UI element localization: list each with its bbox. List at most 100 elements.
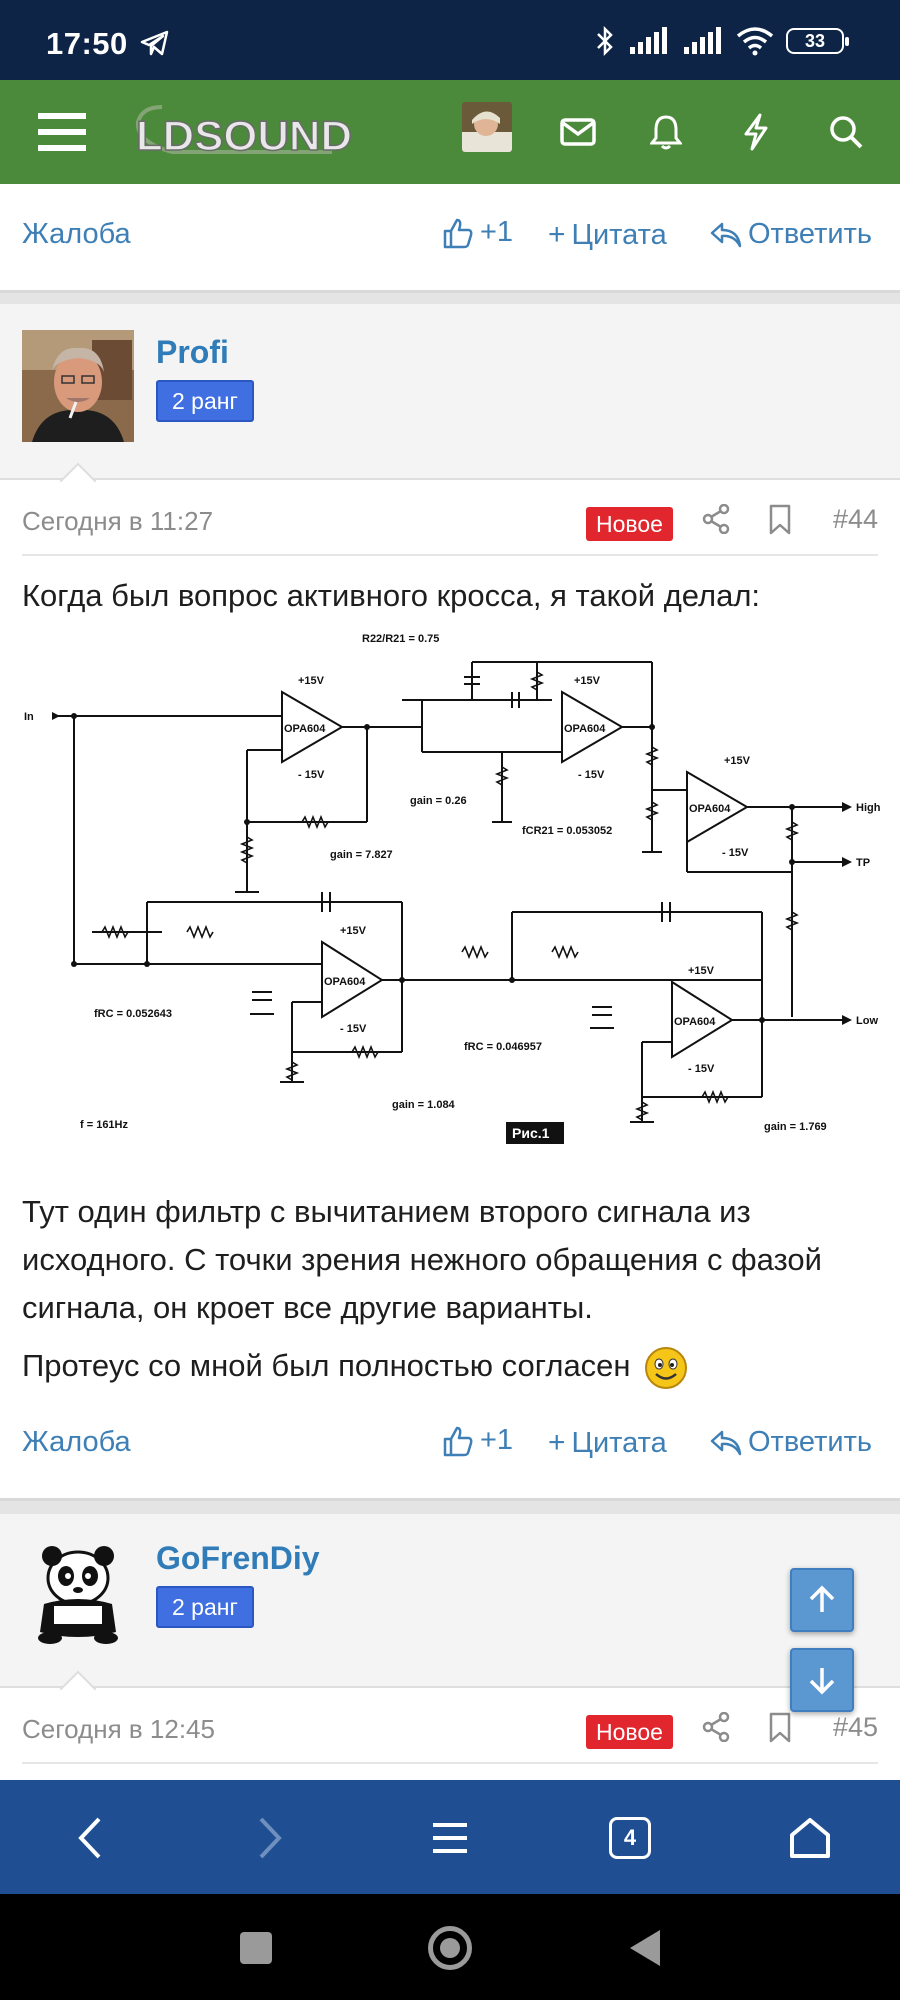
post-number[interactable]: #44 <box>832 504 878 534</box>
signal-icon-2 <box>684 27 721 54</box>
plus-icon: + <box>548 1426 566 1459</box>
signal-icon <box>630 27 667 54</box>
post-44-actions: Жалоба +1 +Цитата Ответить <box>0 1392 900 1502</box>
like-count: +1 <box>480 1424 514 1456</box>
post-number[interactable]: #45 <box>832 1712 878 1742</box>
new-badge: Новое <box>586 1715 673 1749</box>
plus-icon: + <box>548 218 566 251</box>
reply-label: Ответить <box>748 218 872 250</box>
like-count: +1 <box>480 216 514 248</box>
scroll-down-button[interactable] <box>790 1648 854 1712</box>
minus15-a5: - 15V <box>688 1063 715 1075</box>
post-body-text: Тут один фильтр с вычитанием второго сиг… <box>22 1194 822 1325</box>
plus15-a2: +15V <box>574 675 601 687</box>
plus15-a1: +15V <box>298 675 325 687</box>
forward-arrow-icon[interactable] <box>242 1810 298 1866</box>
gain-026-label: gain = 0.26 <box>410 795 467 807</box>
thumbs-up-icon <box>443 218 473 248</box>
frc1-label: fRC = 0.052643 <box>94 1008 172 1020</box>
avatar[interactable] <box>22 330 134 442</box>
reply-button[interactable]: Ответить <box>710 218 872 251</box>
home-icon[interactable] <box>782 1810 838 1866</box>
bolt-icon[interactable] <box>726 102 786 162</box>
post-44-meta: Сегодня в 11:27 Новое #44 <box>22 486 878 556</box>
smiley-icon <box>645 1346 688 1389</box>
tabs-count: 4 <box>609 1817 651 1859</box>
recent-apps-button[interactable] <box>240 1932 272 1964</box>
like-button[interactable]: +1 <box>442 216 513 249</box>
bookmark-icon[interactable] <box>768 1712 792 1744</box>
post-intro-text: Когда был вопрос активного кросса, я так… <box>22 578 761 613</box>
browser-toolbar: 4 <box>0 1780 900 1894</box>
rank-badge: 2 ранг <box>156 1586 254 1628</box>
post-separator <box>0 1498 900 1514</box>
opamp-a2-label: OPA604 <box>564 723 606 735</box>
username[interactable]: GoFrenDiy <box>156 1540 320 1576</box>
back-button[interactable] <box>628 1928 662 1968</box>
quote-button[interactable]: +Цитата <box>548 1426 667 1460</box>
minus15-a2: - 15V <box>578 769 605 781</box>
bell-icon[interactable] <box>636 102 696 162</box>
quote-label: Цитата <box>571 218 667 251</box>
scroll-up-button[interactable] <box>790 1568 854 1632</box>
opamp-a1-label: OPA604 <box>284 723 326 735</box>
username[interactable]: Profi <box>156 334 229 370</box>
gain-1084-label: gain = 1.084 <box>392 1099 456 1111</box>
prev-post-actions: Жалоба +1 +Цитата Ответить <box>0 184 900 294</box>
mail-icon[interactable] <box>548 102 608 162</box>
post-date[interactable]: Сегодня в 11:27 <box>22 506 214 536</box>
plus15-a4: +15V <box>340 925 367 937</box>
avatar[interactable] <box>22 1534 134 1646</box>
schematic-in-label: In <box>24 711 34 723</box>
status-bar: 17:50 33 <box>0 0 900 80</box>
frc2-label: fRC = 0.046957 <box>464 1041 542 1053</box>
bluetooth-icon <box>597 26 613 56</box>
arrow-down-icon <box>809 1668 835 1695</box>
back-arrow-icon[interactable] <box>62 1810 118 1866</box>
post-separator <box>0 290 900 304</box>
site-logo[interactable]: LDSOUND <box>132 102 356 160</box>
report-link[interactable]: Жалоба <box>22 1426 131 1458</box>
search-icon[interactable] <box>816 102 876 162</box>
quote-button[interactable]: +Цитата <box>548 218 667 252</box>
clock: 17:50 <box>46 26 128 61</box>
system-navigation-bar <box>0 1894 900 2000</box>
post-date[interactable]: Сегодня в 12:45 <box>22 1714 215 1744</box>
bookmark-icon[interactable] <box>768 504 792 536</box>
post-44-author: Profi 2 ранг <box>0 304 900 482</box>
schematic-tp-label: TP <box>856 857 870 869</box>
gain-1769-label: gain = 1.769 <box>764 1121 827 1133</box>
home-button-dot <box>440 1938 460 1958</box>
share-icon[interactable] <box>702 504 730 534</box>
report-link[interactable]: Жалоба <box>22 218 131 250</box>
gain-7827-label: gain = 7.827 <box>330 849 393 861</box>
user-avatar[interactable] <box>462 102 512 152</box>
opamp-a4-label: OPA604 <box>324 976 366 988</box>
crossover-schematic[interactable]: In High TP Low OPA604 OPA604 OPA604 OPA6… <box>22 622 880 1162</box>
reply-button[interactable]: Ответить <box>710 1426 872 1459</box>
freq-label: f = 161Hz <box>80 1119 128 1131</box>
minus15-a1: - 15V <box>298 769 325 781</box>
fcr21-label: fCR21 = 0.053052 <box>522 825 612 837</box>
fig-label: Рис.1 <box>512 1125 550 1141</box>
like-button[interactable]: +1 <box>442 1424 513 1457</box>
ratio-label: R22/R21 = 0.75 <box>362 633 439 645</box>
tabs-button[interactable]: 4 <box>602 1810 658 1866</box>
wifi-icon <box>736 27 774 56</box>
schematic-high-label: High <box>856 802 880 814</box>
reply-icon <box>710 222 742 247</box>
reply-label: Ответить <box>748 1426 872 1458</box>
hamburger-menu-icon[interactable] <box>32 102 92 162</box>
rank-badge: 2 ранг <box>156 380 254 422</box>
arrow-up-icon <box>809 1585 835 1612</box>
post-body-text-2: Протеус со мной был полностью согласен <box>22 1342 882 1391</box>
share-icon[interactable] <box>702 1712 730 1742</box>
pointer-notch <box>60 462 96 482</box>
opamp-a3-label: OPA604 <box>689 803 731 815</box>
minus15-a3: - 15V <box>722 847 749 859</box>
menu-icon[interactable] <box>422 1810 478 1866</box>
home-button[interactable] <box>428 1926 472 1970</box>
plus15-a3: +15V <box>724 755 751 767</box>
site-header: LDSOUND <box>0 80 900 184</box>
pointer-notch <box>60 1670 96 1690</box>
